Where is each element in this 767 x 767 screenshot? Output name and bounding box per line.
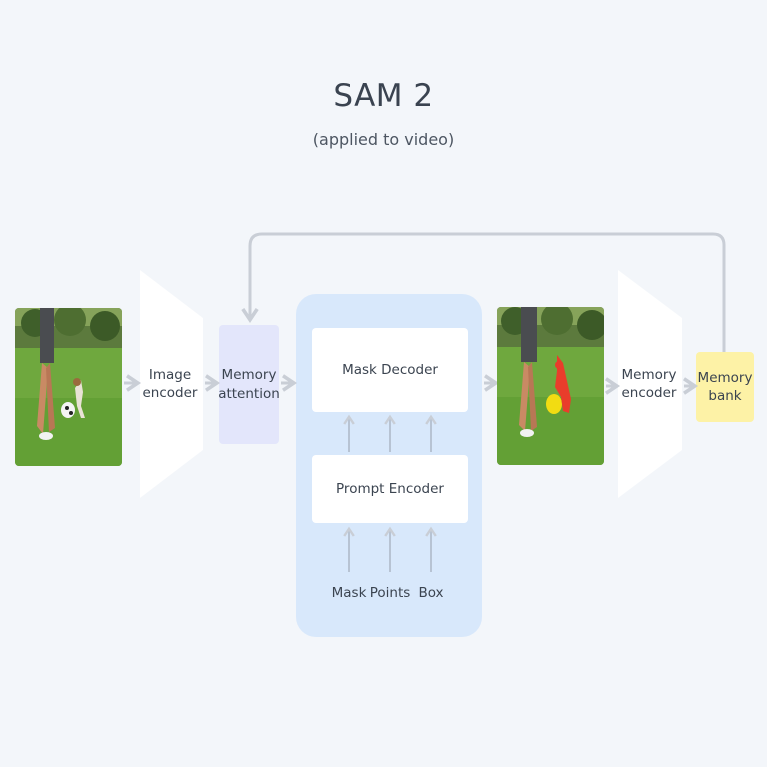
input-video-frame (15, 308, 122, 466)
memory-bank-label: Memory bank (697, 369, 753, 404)
mask-decoder-label: Mask Decoder (342, 361, 438, 378)
prompt-encoder-label: Prompt Encoder (336, 480, 444, 497)
prompt-mask-label: Mask (331, 585, 367, 601)
memory-bank-box (696, 352, 754, 422)
diagram-title: SAM 2 (333, 78, 434, 114)
prompt-points-label: Points (369, 585, 411, 601)
diagram-subtitle: (applied to video) (312, 130, 455, 149)
prompt-box-label: Box (418, 585, 444, 601)
memory-attention-box (219, 325, 279, 444)
memory-encoder-label: Memory encoder (621, 366, 677, 401)
feedback-loop-arrow (241, 232, 726, 352)
mask-decoder-box: Mask Decoder (312, 328, 468, 412)
prompt-encoder-box: Prompt Encoder (312, 455, 468, 523)
image-encoder-shape (140, 270, 203, 498)
image-encoder-label: Image encoder (142, 366, 198, 401)
memory-encoder-shape (618, 270, 682, 498)
output-video-frame (497, 307, 604, 465)
memory-attention-label: Memory attention (218, 367, 280, 402)
